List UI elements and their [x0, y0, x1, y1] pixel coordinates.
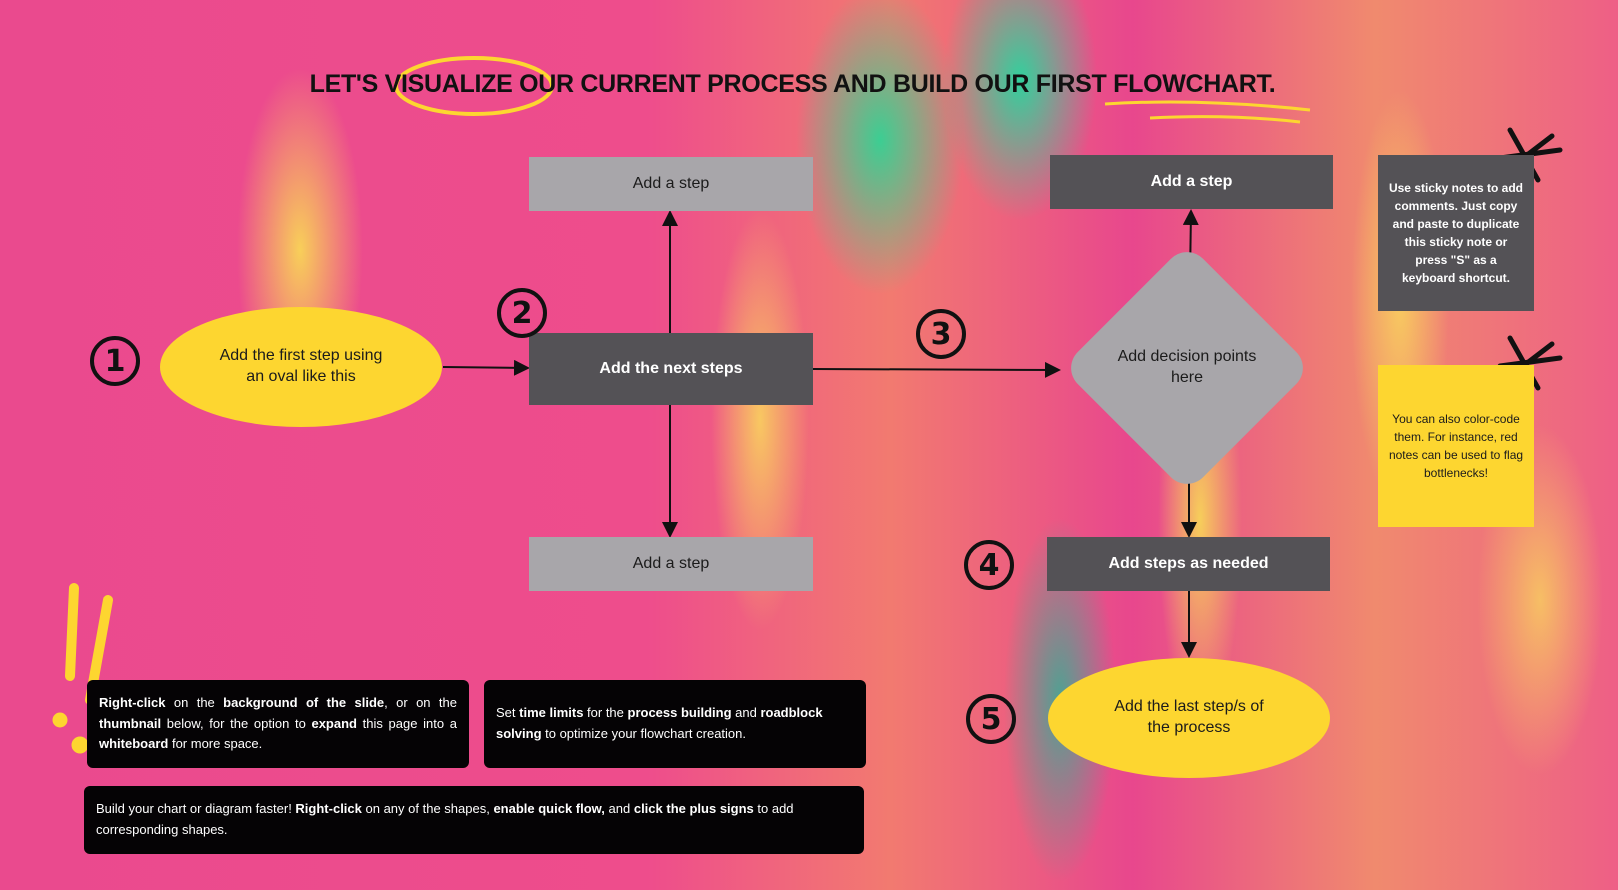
step-label: Add a step [1150, 172, 1233, 190]
step-label: Add a step [632, 554, 710, 572]
arrow-next-to-decision [812, 361, 1061, 378]
decision-label-wrap: Add decision points here [1107, 338, 1267, 398]
tip-text: Build your chart or diagram faster! Righ… [96, 799, 852, 841]
tip-segment: for more space. [168, 736, 263, 752]
tip-segment: this page into a [356, 715, 457, 731]
title-underline-scribble [1104, 100, 1311, 124]
tip-note-time-limits[interactable]: Set time limits for the process building… [484, 680, 866, 768]
tip-bold-segment: click the plus signs [633, 801, 754, 817]
next-steps-box[interactable]: Add the next steps [529, 333, 813, 405]
step-number-1: 1 [90, 336, 140, 386]
tip-segment: on any of the shapes, [361, 801, 494, 817]
tip-bold-segment: roadblock solving [496, 705, 823, 741]
tip-note-quick-flow[interactable]: Build your chart or diagram faster! Righ… [84, 786, 864, 854]
tip-segment: and [731, 705, 761, 721]
tip-segment: Build your chart or diagram faster! [96, 801, 296, 817]
steps-as-needed-box[interactable]: Add steps as needed [1047, 537, 1330, 591]
step-box-top-left[interactable]: Add a step [529, 157, 813, 211]
tip-bold-segment: process building [627, 705, 732, 721]
step-label: Add a step [632, 174, 710, 192]
tip-bold-segment: time limits [519, 705, 584, 721]
last-step-oval[interactable]: Add the last step/s of the process [1048, 658, 1330, 778]
first-step-label: Add the first step using an oval like th… [219, 347, 383, 385]
arrow-oval-to-next [442, 359, 530, 376]
tip-segment: Set [496, 705, 520, 721]
title-highlight-circle [394, 56, 554, 116]
page-title: LET'S VISUALIZE OUR CURRENT PROCESS AND … [309, 70, 1276, 98]
tip-text: Set time limits for the process building… [496, 703, 854, 745]
step-number-2: 2 [497, 288, 547, 338]
tip-text: Right-click on the background of the sli… [99, 693, 457, 755]
tip-segment: , or on the [384, 694, 457, 710]
tip-bold-segment: enable quick flow, [493, 801, 605, 817]
tip-segment: for the [583, 705, 628, 721]
tip-bold-segment: whiteboard [99, 736, 169, 752]
decision-diamond[interactable] [1062, 243, 1313, 494]
step-box-top-right[interactable]: Add a step [1050, 155, 1333, 209]
sticky-text: Use sticky notes to add comments. Just c… [1388, 181, 1524, 285]
tip-segment: below, for the option to [161, 715, 312, 731]
step-number-4: 4 [964, 540, 1014, 590]
last-step-label: Add the last step/s of the process [1114, 698, 1264, 736]
sticky-note-gray[interactable]: Use sticky notes to add comments. Just c… [1378, 155, 1534, 311]
tip-segment: on the [165, 694, 224, 710]
tip-bold-segment: Right-click [99, 694, 166, 710]
step-number-3: 3 [916, 309, 966, 359]
tip-note-expand[interactable]: Right-click on the background of the sli… [87, 680, 469, 768]
tip-segment: to optimize your flowchart creation. [541, 726, 746, 741]
step-box-bottom-left[interactable]: Add a step [529, 537, 813, 591]
step-label: Add steps as needed [1108, 554, 1269, 572]
sticky-text: You can also color-code them. For instan… [1388, 412, 1524, 480]
sticky-note-yellow[interactable]: You can also color-code them. For instan… [1378, 365, 1534, 527]
step-number-5: 5 [966, 694, 1016, 744]
tip-bold-segment: thumbnail [99, 715, 162, 731]
first-step-oval[interactable]: Add the first step using an oval like th… [160, 307, 442, 427]
tip-bold-segment: expand [311, 715, 357, 731]
tip-segment: and [604, 801, 634, 817]
decision-label: Add decision points here [1117, 348, 1257, 386]
tip-bold-segment: Right-click [295, 801, 362, 817]
step-label: Add the next steps [599, 359, 743, 377]
tip-bold-segment: background of the slide [223, 694, 385, 710]
tip-segment: to add corresponding shapes. [96, 801, 794, 837]
